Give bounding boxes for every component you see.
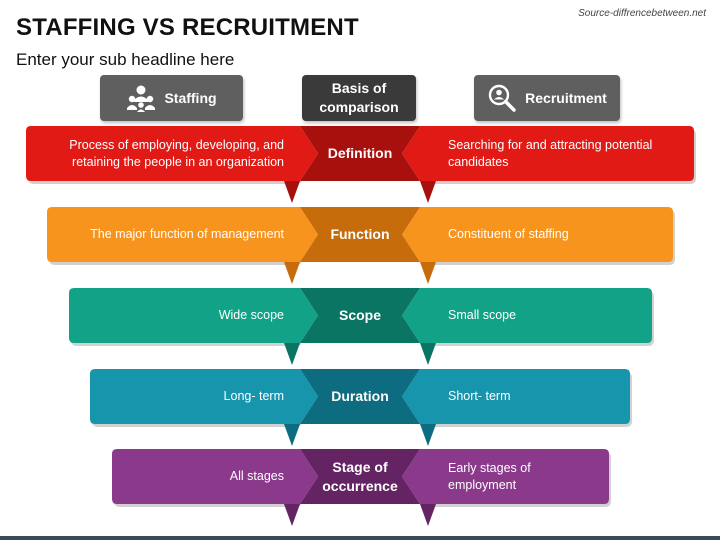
staffing-cell-text: All stages xyxy=(229,469,284,483)
recruitment-bar xyxy=(402,369,630,424)
basis-hexagon xyxy=(300,126,420,181)
recruitment-bar xyxy=(402,449,609,504)
recruitment-pointer xyxy=(420,181,436,203)
basis-hexagon xyxy=(300,369,420,424)
basis-cell-text: Duration xyxy=(331,388,389,404)
staffing-cell-text: The major function of management xyxy=(90,227,284,241)
page-subtitle: Enter your sub headline here xyxy=(16,50,235,69)
basis-cell-text: Stage of occurrence xyxy=(322,458,398,494)
staffing-pointer xyxy=(284,343,300,365)
recruitment-pointer xyxy=(420,504,436,526)
recruitment-header: Recruitment xyxy=(474,75,620,121)
recruitment-cell-text: Small scope xyxy=(448,308,517,322)
basis-header: Basis of comparison xyxy=(302,75,416,121)
basis-cell-text: Function xyxy=(330,226,390,242)
staffing-cell-text: Wide scope xyxy=(218,308,284,322)
recruitment-cell-text: Searching for and attracting potential c… xyxy=(448,137,653,169)
basis-hexagon xyxy=(300,449,420,504)
page-title: STAFFING VS RECRUITMENT xyxy=(16,14,359,41)
recruitment-pointer xyxy=(420,262,436,284)
recruitment-cell-text: Constituent of staffing xyxy=(448,227,569,241)
magnifier-person-icon xyxy=(487,83,517,113)
staffing-pointer xyxy=(284,504,300,526)
recruitment-header-label: Recruitment xyxy=(525,90,607,106)
staffing-cell-text: Process of employing, developing, and re… xyxy=(69,137,284,169)
recruitment-bar xyxy=(402,126,694,181)
source-credit: Source-diffrencebetween.net xyxy=(578,8,706,19)
staffing-bar xyxy=(47,207,318,262)
staffing-pointer xyxy=(284,262,300,284)
recruitment-bar xyxy=(402,288,652,343)
staffing-header-label: Staffing xyxy=(164,90,217,106)
staffing-bar xyxy=(112,449,318,504)
recruitment-cell-text: Early stages of employment xyxy=(448,460,531,492)
staffing-cell-text: Long- term xyxy=(223,389,284,403)
basis-header-label: Basis of comparison xyxy=(319,80,399,115)
basis-cell-text: Definition xyxy=(327,145,393,161)
footer-bar xyxy=(0,536,720,540)
basis-hexagon xyxy=(300,207,420,262)
staffing-pointer xyxy=(284,181,300,203)
basis-cell-text: Scope xyxy=(338,307,381,323)
recruitment-pointer xyxy=(420,343,436,365)
staffing-header: Staffing xyxy=(100,75,243,121)
recruitment-cell-text: Short- term xyxy=(448,389,511,403)
basis-hexagon xyxy=(300,288,420,343)
staffing-bar xyxy=(90,369,318,424)
team-people-icon xyxy=(126,83,156,113)
recruitment-pointer xyxy=(420,424,436,446)
staffing-bar xyxy=(26,126,318,181)
staffing-pointer xyxy=(284,424,300,446)
recruitment-bar xyxy=(402,207,673,262)
staffing-bar xyxy=(69,288,318,343)
